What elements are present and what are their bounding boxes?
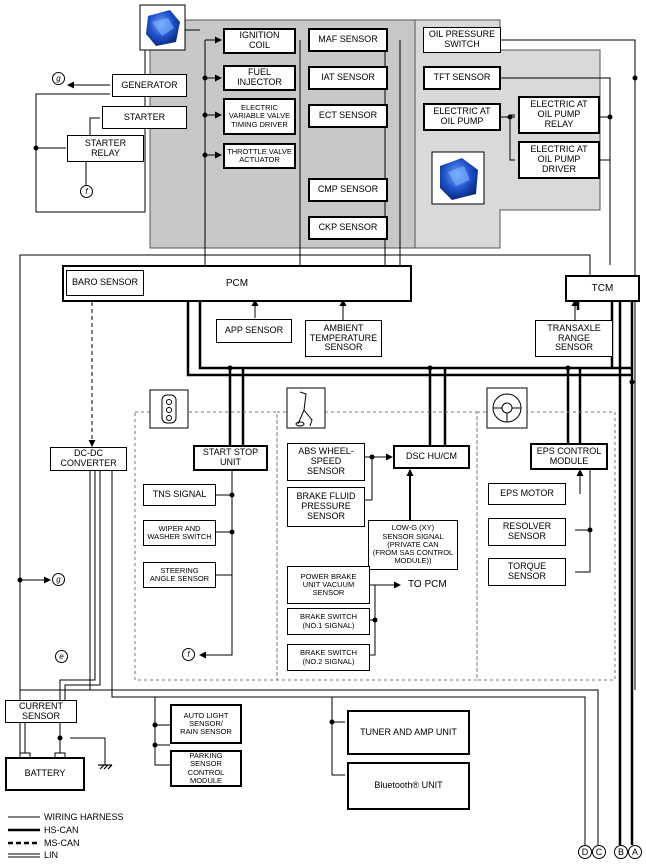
resolver-sensor-box: RESOLVER SENSOR (488, 518, 566, 546)
power-brake-vacuum-sensor-box: POWER BRAKE UNIT VACUUM SENSOR (287, 566, 370, 604)
torque-sensor-box: TORQUE SENSOR (488, 558, 566, 586)
starter-relay-box: STARTER RELAY (67, 135, 144, 162)
baro-sensor-box: BARO SENSOR (66, 270, 144, 296)
ignition-coil-box: IGNITION COIL (223, 28, 296, 54)
bluetooth-unit-box: Bluetooth® UNIT (347, 762, 470, 810)
app-sensor-box: APP SENSOR (216, 319, 292, 343)
start-stop-unit-box: START STOP UNIT (193, 445, 268, 471)
auto-light-rain-sensor-box: AUTO LIGHT SENSOR/ RAIN SENSOR (170, 704, 242, 744)
oil-pump-relay-box: ELECTRIC AT OIL PUMP RELAY (518, 96, 600, 134)
tns-signal-box: TNS SIGNAL (143, 484, 216, 506)
battery-box: BATTERY (5, 757, 85, 791)
tuner-amp-unit-box: TUNER AND AMP UNIT (347, 710, 470, 755)
steering-wheel-icon (486, 387, 528, 429)
oil-pressure-switch-box: OIL PRESSURE SWITCH (423, 27, 501, 53)
legend-hs-can: HS-CAN (44, 825, 79, 835)
dsc-hu-cm-box: DSC HU/CM (393, 445, 470, 469)
maf-sensor-box: MAF SENSOR (308, 28, 388, 52)
legend-wiring-harness: WIRING HARNESS (44, 812, 124, 822)
connector-g-top: g (52, 72, 65, 85)
tft-sensor-box: TFT SENSOR (423, 66, 501, 90)
ect-sensor-box: ECT SENSOR (308, 104, 388, 128)
eps-motor-box: EPS MOTOR (488, 483, 566, 505)
connector-C: C (592, 845, 606, 859)
transmission-icon (431, 151, 485, 205)
brake-pedal-icon (286, 387, 326, 429)
to-pcm-label: TO PCM (408, 579, 447, 590)
fuel-injector-box: FUEL INJECTOR (223, 65, 296, 91)
tcm-box: TCM (565, 275, 640, 302)
current-sensor-box: CURRENT SENSOR (5, 700, 77, 723)
oil-pump-driver-box: ELECTRIC AT OIL PUMP DRIVER (518, 141, 600, 179)
abs-wheel-speed-sensor-box: ABS WHEEL- SPEED SENSOR (287, 443, 365, 481)
engine-icon (139, 4, 186, 51)
connector-B: B (614, 845, 628, 859)
legend-ms-can: MS-CAN (44, 838, 80, 848)
connector-e: e (55, 650, 68, 663)
evvt-driver-box: ELECTRIC VARIABLE VALVE TIMING DRIVER (223, 98, 296, 135)
brake-switch-1-box: BRAKE SWITCH (NO.1 SIGNAL) (287, 608, 370, 635)
brake-fluid-pressure-sensor-box: BRAKE FLUID PRESSURE SENSOR (287, 487, 365, 527)
connector-g-bottom: g (52, 573, 65, 586)
low-g-sensor-signal-box: LOW-G (XY) SENSOR SIGNAL (PRIVATE CAN (F… (368, 520, 458, 570)
starter-box: STARTER (102, 106, 187, 129)
legend-lin: LIN (44, 850, 59, 860)
cmp-sensor-box: CMP SENSOR (308, 178, 388, 202)
ground-icon (98, 764, 113, 770)
parking-sensor-module-box: PARKING SENSOR CONTROL MODULE (170, 750, 242, 787)
ckp-sensor-box: CKP SENSOR (308, 216, 388, 240)
transaxle-range-sensor-box: TRANSAXLE RANGE SENSOR (535, 320, 613, 357)
connector-D: D (578, 845, 592, 859)
throttle-actuator-box: THROTTLE VALVE ACTUATOR (223, 143, 296, 169)
steering-angle-sensor-box: STEERING ANGLE SENSOR (143, 562, 216, 588)
electric-at-oil-pump-box: ELECTRIC AT OIL PUMP (423, 103, 501, 131)
generator-box: GENERATOR (112, 74, 187, 97)
connector-f-bottom: f (182, 648, 195, 661)
connector-f-top: f (80, 185, 93, 198)
key-fob-icon (149, 389, 189, 429)
eps-control-module-box: EPS CONTROL MODULE (530, 443, 608, 470)
brake-switch-2-box: BRAKE SWITCH (NO.2 SIGNAL) (287, 644, 370, 671)
wiper-switch-box: WIPER AND WASHER SWITCH (143, 520, 216, 546)
ambient-temp-sensor-box: AMBIENT TEMPERATURE SENSOR (305, 320, 382, 357)
iat-sensor-box: IAT SENSOR (308, 66, 388, 90)
transmission-area (414, 19, 601, 249)
connector-A: A (628, 845, 642, 859)
dc-dc-converter-box: DC-DC CONVERTER (50, 447, 127, 471)
